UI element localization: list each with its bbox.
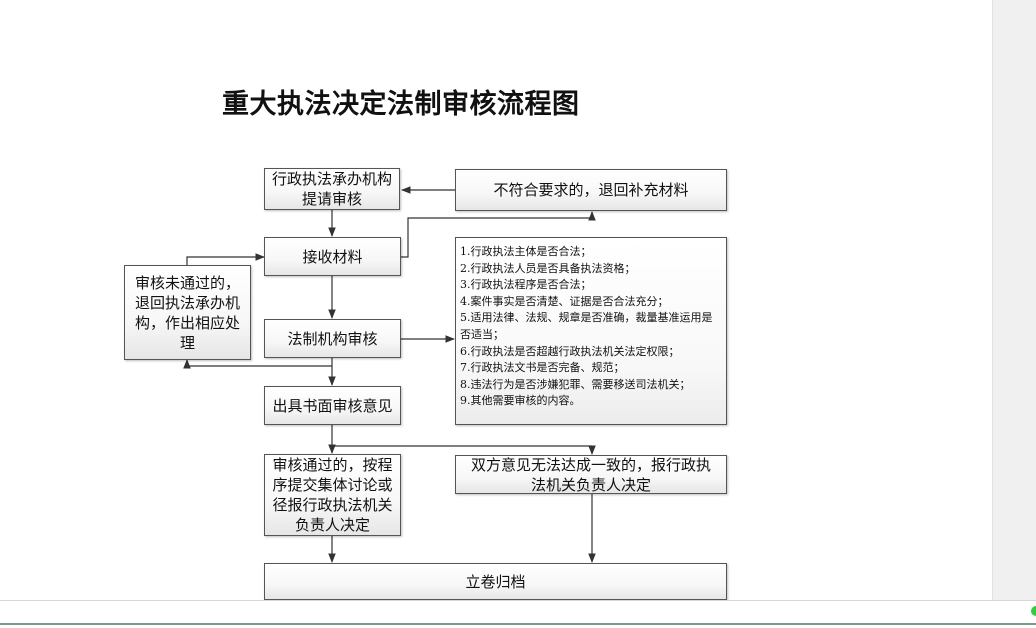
document-page: 重大执法决定法制审核流程图 — [124, 89, 727, 600]
review-checklist: 1.行政执法主体是否合法； 2.行政执法人员是否具备执法资格； 3.行政执法程序… — [455, 237, 727, 425]
checklist-item: 7.行政执法文书是否完备、规范； — [460, 361, 625, 375]
flow-connectors — [183, 186, 596, 563]
arrow-receive-to-return — [401, 211, 596, 258]
vertical-scrollbar[interactable] — [992, 0, 1036, 600]
arrow-rejected-to-receive — [186, 253, 265, 265]
checklist-item: 2.行政执法人员是否具备执法资格； — [460, 261, 636, 275]
node-approved: 审核通过的，按程 序提交集体讨论或 径报行政执法机关 负责人决定 — [264, 454, 401, 536]
page-title: 重大执法决定法制审核流程图 — [222, 89, 580, 120]
checklist-item: 9.其他需要审核的内容。 — [460, 394, 581, 408]
node-return-materials: 不符合要求的，退回补充材料 — [455, 169, 727, 211]
node-archive: 立卷归档 — [264, 563, 727, 600]
status-bar-divider — [0, 623, 1036, 625]
node-review: 法制机构审核 — [264, 319, 401, 358]
checklist-item: 8.违法行为是否涉嫌犯罪、需要移送司法机关； — [460, 377, 691, 391]
node-disagree: 双方意见无法达成一致的，报行政执 法机关负责人决定 — [455, 455, 727, 494]
node-opinion: 出具书面审核意见 — [264, 386, 401, 425]
arrow-to-rejected — [183, 359, 332, 369]
node-receive: 接收材料 — [264, 237, 401, 276]
checklist-item: 5.适用法律、法规、规章是否准确，裁量基准运用是否适当； — [460, 311, 713, 341]
checklist-item: 6.行政执法是否超越行政执法机关法定权限； — [460, 344, 680, 358]
node-rejected: 审核未通过的， 退回执法承办机 构，作出相应处 理 — [124, 265, 251, 360]
checklist-item: 3.行政执法程序是否合法； — [460, 278, 592, 292]
checklist-item: 4.案件事实是否清楚、证据是否合法充分； — [460, 294, 669, 308]
checklist-item: 1.行政执法主体是否合法； — [460, 245, 592, 258]
status-indicator-icon — [1031, 606, 1036, 616]
node-submit: 行政执法承办机构 提请审核 — [264, 168, 400, 210]
